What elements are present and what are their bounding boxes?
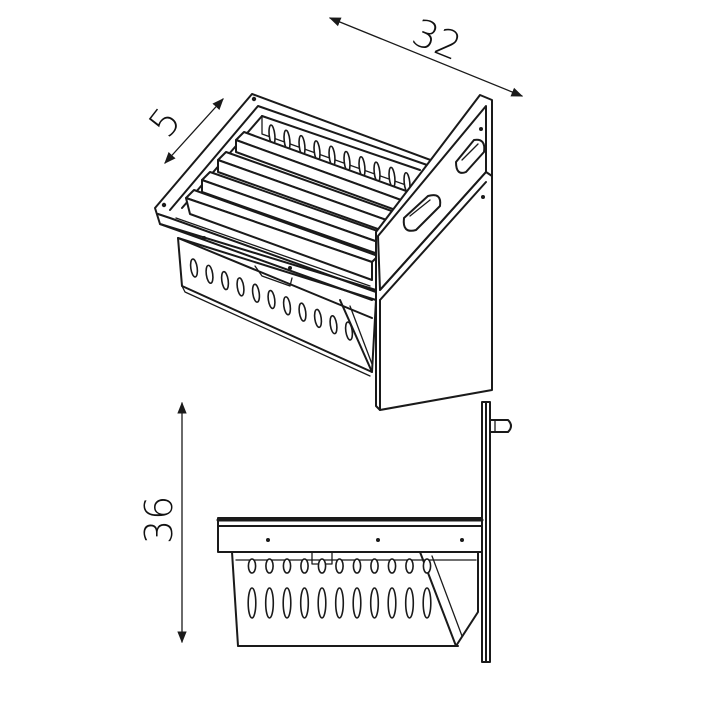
side-slot-upper [352, 558, 362, 574]
side-slot-upper [247, 558, 257, 574]
height-dimension: 36 [137, 401, 187, 644]
basket-slot [205, 264, 214, 285]
basket-slot [282, 296, 292, 316]
side-slot-lower [422, 587, 432, 619]
basket-iso [177, 237, 377, 377]
width-label: 32 [406, 10, 467, 69]
side-slot-upper [335, 558, 344, 574]
depth-label: 5 [140, 99, 190, 145]
height-label: 36 [137, 496, 181, 544]
side-slot-lower [282, 587, 292, 619]
basket-slot [220, 270, 230, 291]
isometric-view: 32 5 [140, 10, 524, 411]
side-slot-upper [387, 558, 397, 574]
basket-slot [236, 277, 245, 297]
side-slot-lower [387, 587, 397, 619]
side-slot-lower [334, 587, 345, 619]
side-slot-lower [264, 587, 275, 619]
front-handle-top [455, 138, 486, 174]
basket-slot [267, 289, 276, 310]
basket-slot [344, 321, 354, 341]
side-slot-upper [422, 558, 432, 574]
basket-slot [313, 308, 323, 329]
front-panel [375, 94, 493, 411]
basket-slot [298, 302, 307, 322]
side-slot-upper [265, 558, 274, 574]
basket-slot [189, 258, 199, 278]
side-slot-upper [282, 558, 292, 574]
side-slot-upper [370, 558, 379, 574]
side-slot-lower [299, 587, 310, 619]
side-slot-lower [317, 587, 327, 619]
dividers [185, 131, 421, 281]
side-slot-upper [405, 558, 414, 574]
front-handle-bottom [402, 194, 442, 232]
basket-slot [329, 314, 338, 335]
width-dimension: 32 [328, 10, 524, 97]
side-slot-lower [247, 587, 257, 619]
side-slot-upper [317, 558, 327, 574]
side-handle-knob [489, 419, 512, 433]
side-slot-upper [300, 558, 309, 574]
side-slot-lower [404, 587, 415, 619]
side-slot-lower [369, 587, 380, 619]
side-slot-lower [352, 587, 362, 619]
basket-slot [251, 283, 261, 303]
side-view: 36 [137, 401, 512, 663]
